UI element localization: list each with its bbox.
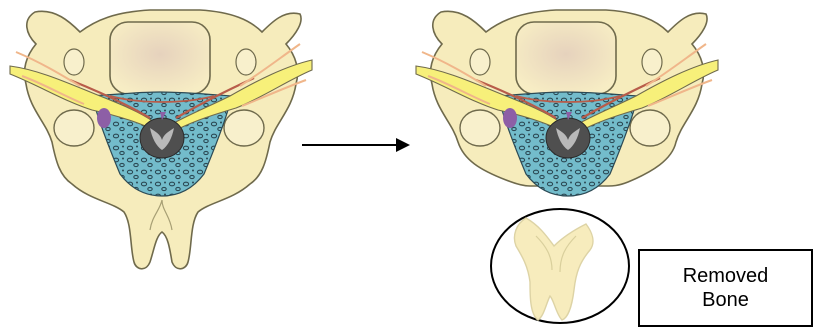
- left-transverse-foramen: [460, 110, 500, 146]
- left-upper-foramen: [64, 49, 84, 75]
- left-ganglion: [503, 108, 517, 128]
- left-upper-foramen: [470, 49, 490, 75]
- right-upper-foramen: [236, 49, 256, 75]
- right-transverse-foramen: [224, 110, 264, 146]
- removed-bone-label-box: Removed Bone: [638, 249, 813, 327]
- removed-bone-label: Removed Bone: [683, 264, 769, 312]
- vertebra-after-laminectomy: [416, 10, 718, 196]
- vertebral-body: [516, 22, 616, 94]
- intact-vertebra: [10, 10, 312, 269]
- left-ganglion: [97, 108, 111, 128]
- right-upper-foramen: [642, 49, 662, 75]
- spinal-cord: [140, 118, 184, 158]
- right-transverse-foramen: [630, 110, 670, 146]
- arrow-head: [396, 138, 410, 152]
- removed-bone-callout: [491, 209, 629, 323]
- spinal-cord: [546, 118, 590, 158]
- vertebral-body: [110, 22, 210, 94]
- transition-arrow: [302, 138, 410, 152]
- left-transverse-foramen: [54, 110, 94, 146]
